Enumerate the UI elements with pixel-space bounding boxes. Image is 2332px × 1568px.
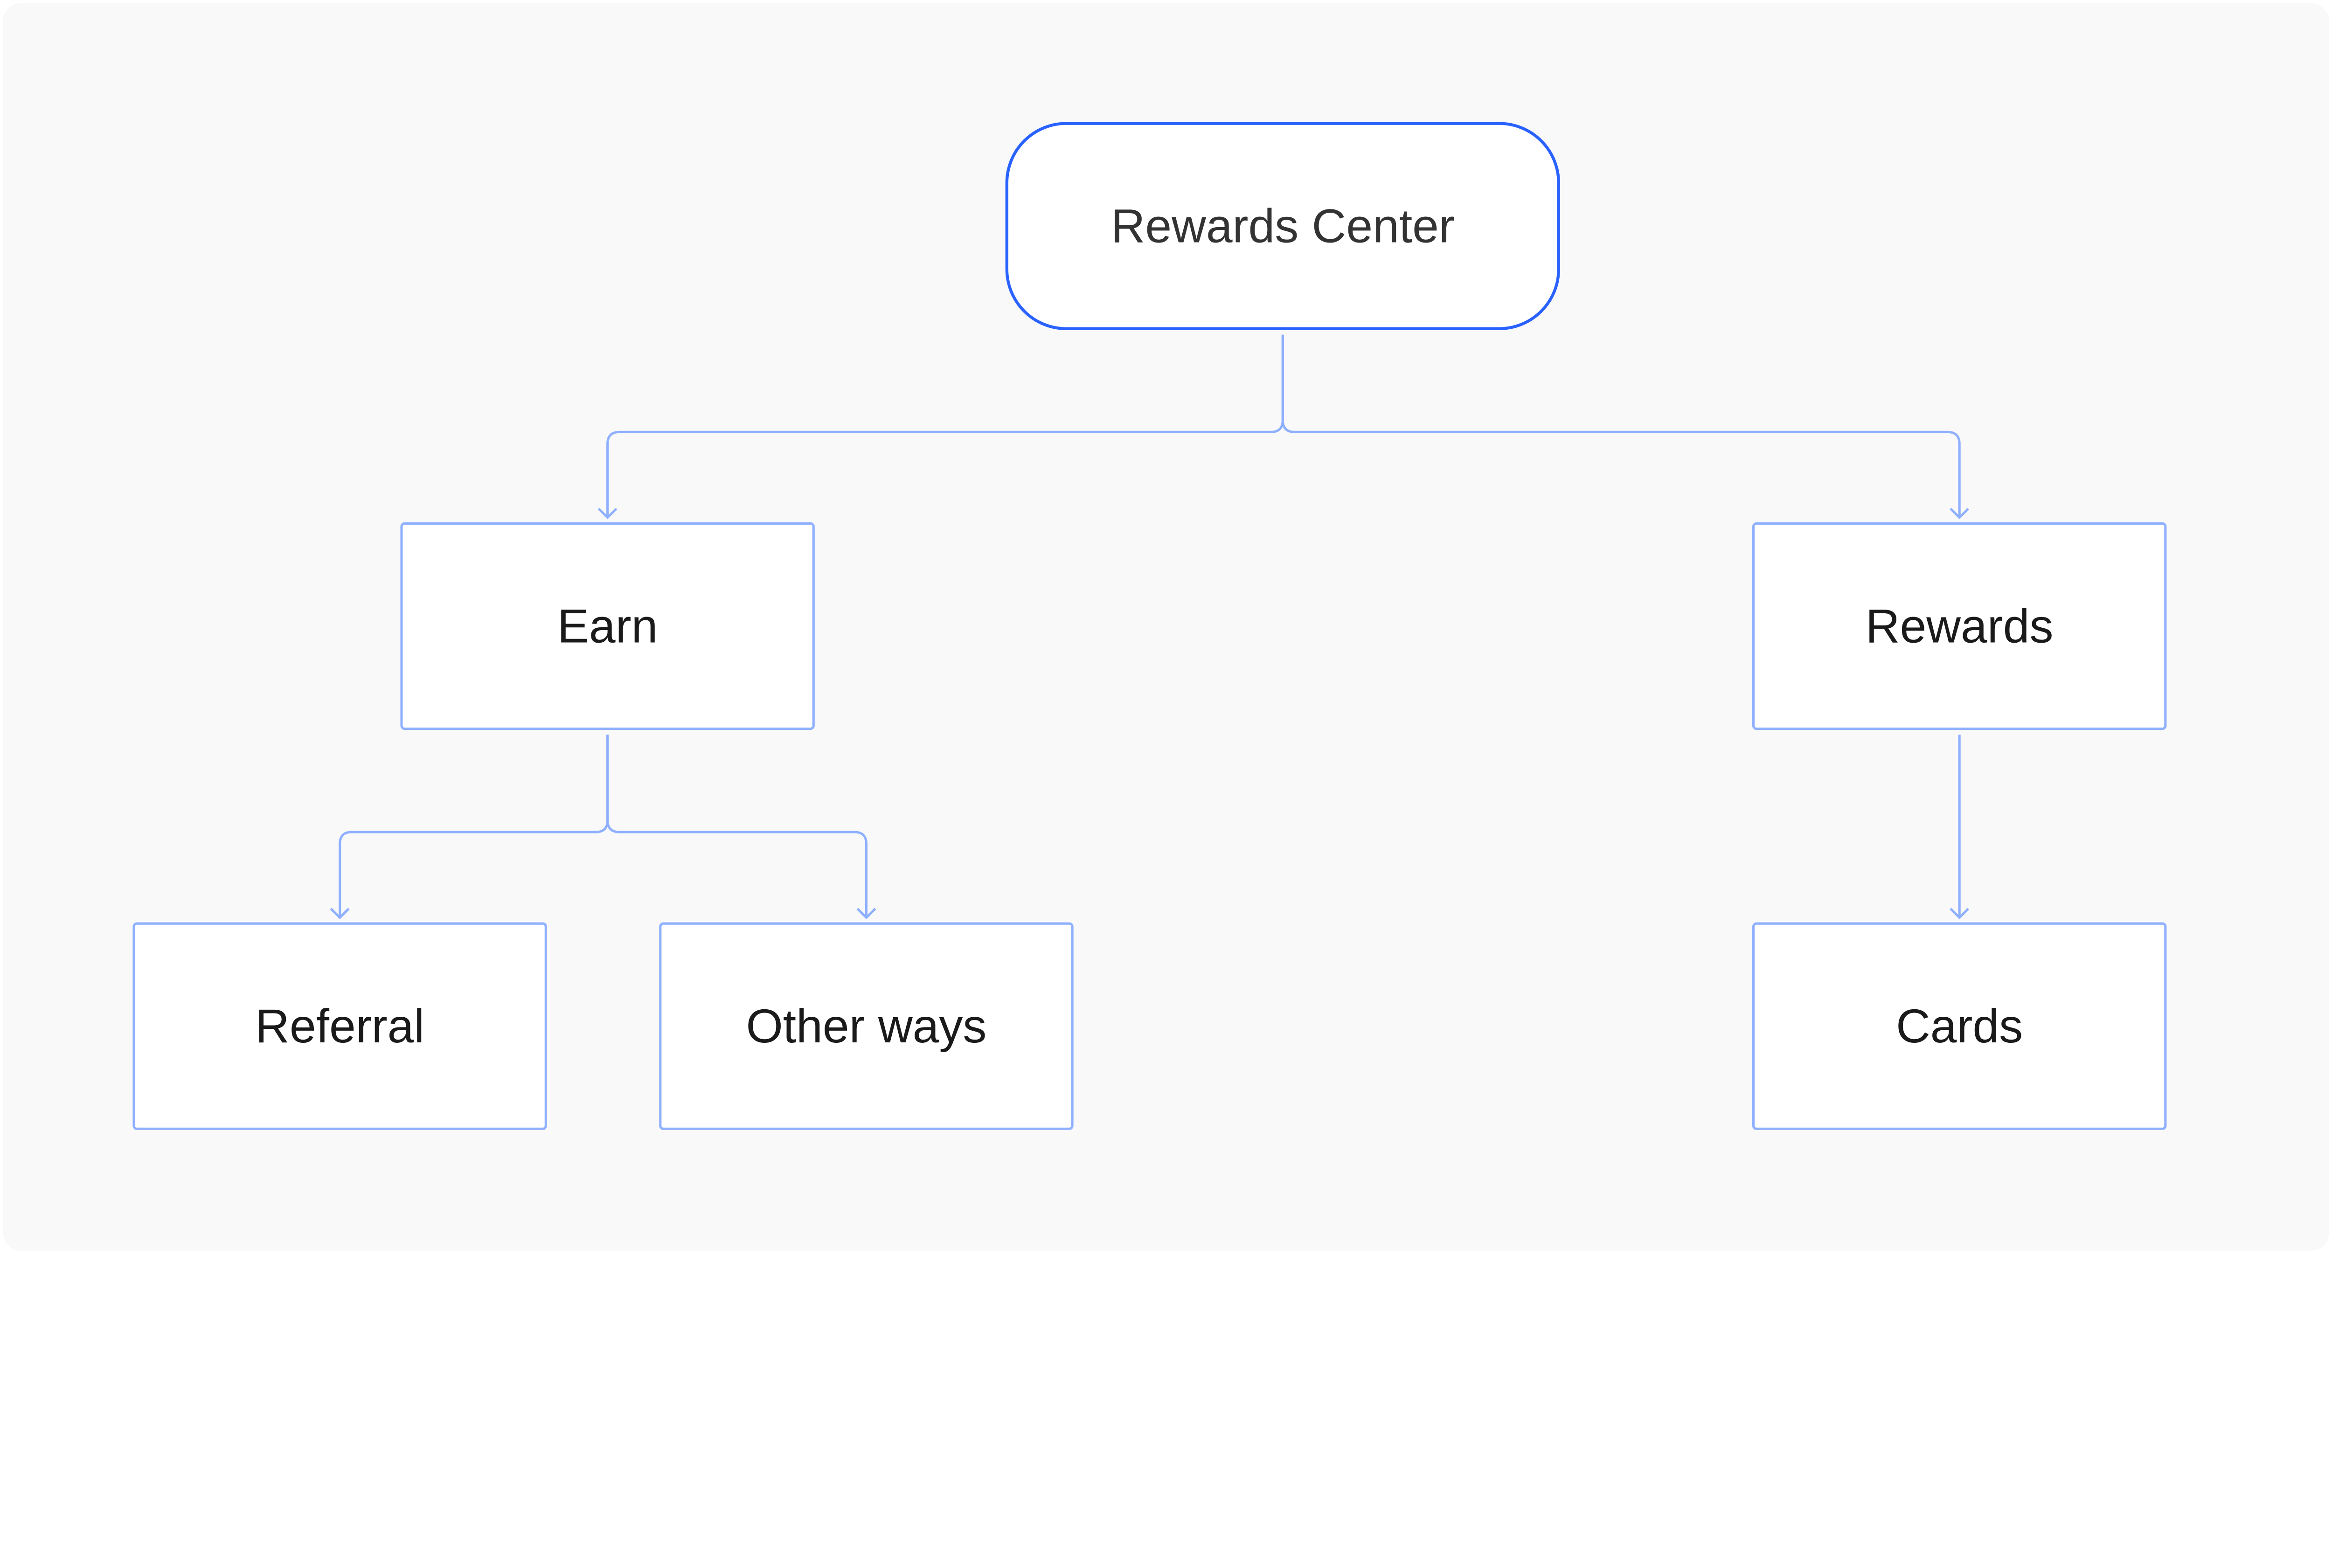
- node-referral[interactable]: Referral: [132, 922, 547, 1130]
- edge-root-earn: [606, 334, 1284, 518]
- node-other[interactable]: Other ways: [659, 922, 1074, 1130]
- arrowhead-icon: [1950, 908, 1970, 920]
- node-label: Referral: [255, 999, 424, 1053]
- edge-earn-other: [606, 735, 868, 918]
- edge-root-rewards: [1281, 334, 1961, 518]
- arrowhead-icon: [856, 908, 876, 920]
- arrowhead-icon: [1950, 507, 1970, 520]
- node-box: [1752, 922, 2167, 1130]
- node-label: Cards: [1896, 999, 2023, 1053]
- edge-earn-referral: [339, 735, 609, 918]
- node-cards[interactable]: Cards: [1752, 922, 2167, 1130]
- node-root[interactable]: Rewards Center: [1005, 122, 1561, 330]
- root-node-box: [1005, 122, 1561, 330]
- node-earn[interactable]: Earn: [400, 522, 815, 730]
- diagram-background: [3, 3, 2329, 1251]
- arrowhead-icon: [330, 908, 350, 920]
- node-label: Other ways: [746, 999, 986, 1053]
- node-label: Earn: [557, 599, 658, 652]
- edges: [330, 334, 1970, 920]
- node-box: [659, 922, 1074, 1130]
- arrowhead-icon: [597, 507, 618, 520]
- node-label: Rewards: [1866, 599, 2054, 652]
- root-node-label: Rewards Center: [1111, 200, 1455, 253]
- node-rewards[interactable]: Rewards: [1752, 522, 2167, 730]
- node-box: [1752, 522, 2167, 730]
- node-box: [400, 522, 815, 730]
- node-box: [132, 922, 547, 1130]
